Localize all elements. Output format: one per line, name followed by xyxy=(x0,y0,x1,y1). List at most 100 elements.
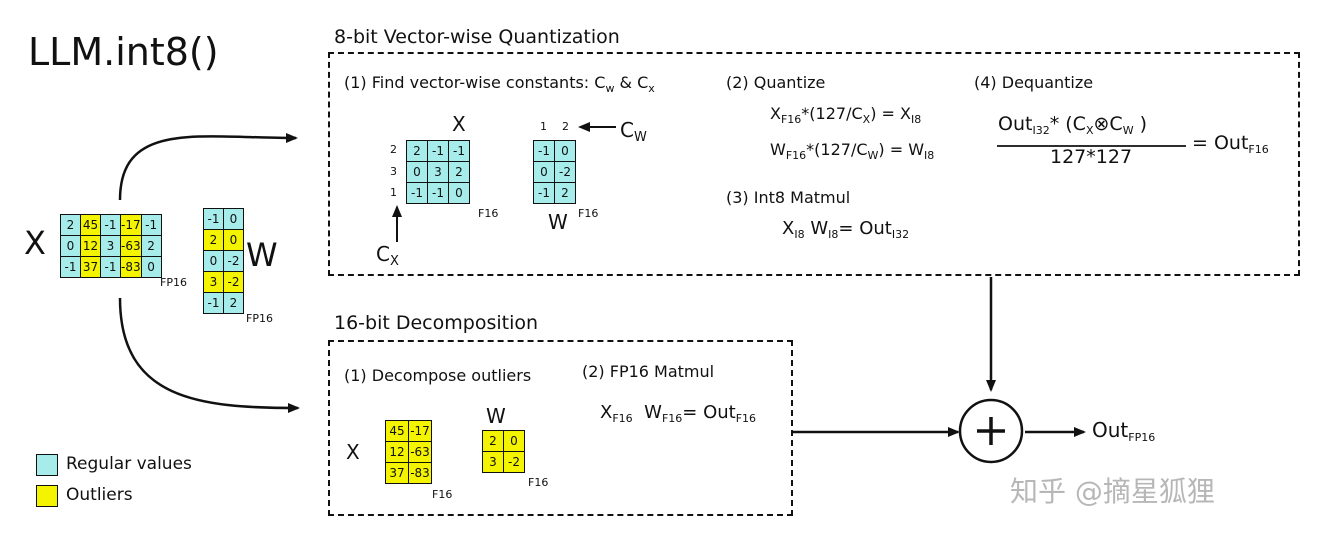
matrix-cell: 0 xyxy=(533,161,555,183)
matrix-cell: 3 xyxy=(482,451,504,473)
matrix-cell: 45 xyxy=(385,420,409,442)
matrix-cell: -17 xyxy=(408,420,432,442)
matrix-row: 45-17 xyxy=(385,420,432,442)
int8-matmul-formula: XI8 WI8= OutI32 xyxy=(782,218,910,241)
matrix-cell: 2 xyxy=(140,235,162,257)
matrix-cell: 0 xyxy=(503,430,525,452)
matrix-row: 2-1-1 xyxy=(406,140,470,162)
quant-w-dtype: F16 xyxy=(578,207,599,220)
quantize-x-formula: XF16*(127/CX) = XI8 xyxy=(770,104,922,126)
matrix-cell: -1 xyxy=(427,182,449,204)
output-label: OutFP16 xyxy=(1092,418,1156,444)
matrix-cell: 3 xyxy=(427,161,449,183)
decomposition-panel xyxy=(328,340,793,516)
matrix-cell: -1 xyxy=(448,140,470,162)
decomp-w-label: W xyxy=(486,404,506,428)
matrix-cell: -1 xyxy=(203,292,224,314)
matrix-cell: 2 xyxy=(203,229,224,251)
matrix-cell: -1 xyxy=(427,140,449,162)
quantization-heading: 8-bit Vector-wise Quantization xyxy=(334,26,620,48)
matrix-cell: 0 xyxy=(140,256,162,278)
dequantize-denominator: 127*127 xyxy=(1050,146,1133,168)
matrix-cell: 0 xyxy=(60,235,81,257)
decomp-x-dtype: F16 xyxy=(432,488,453,501)
input-x-label: X xyxy=(24,224,46,262)
matrix-row: 0-2 xyxy=(203,250,244,272)
matrix-cell: -1 xyxy=(100,214,121,236)
quant-x-label: X xyxy=(452,112,466,136)
legend-outliers-swatch xyxy=(36,485,58,507)
fp16-matmul-formula: XF16 WF16= OutF16 xyxy=(600,402,757,425)
matrix-cell: -1 xyxy=(60,256,81,278)
arrow-to-quantization xyxy=(118,132,298,201)
matrix-cell: 3 xyxy=(203,271,224,293)
decomposition-heading: 16-bit Decomposition xyxy=(334,312,539,334)
matrix-cell: 2 xyxy=(406,140,428,162)
matrix-cell: 2 xyxy=(60,214,81,236)
quant-cx-label: CX xyxy=(376,242,399,269)
matrix-row: 3-2 xyxy=(203,271,244,293)
matrix-cell: -63 xyxy=(408,441,432,463)
quant-step2: (2) Quantize xyxy=(726,73,826,92)
legend-regular-swatch xyxy=(36,454,58,476)
input-w-dtype: FP16 xyxy=(246,312,273,325)
matrix-row: 0-2 xyxy=(533,161,576,183)
quant-step3: (3) Int8 Matmul xyxy=(726,188,851,207)
decomp-w-dtype: F16 xyxy=(528,476,549,489)
matrix-cell: 2 xyxy=(482,430,504,452)
matrix-cell: 0 xyxy=(223,208,244,230)
matrix-cell: 0 xyxy=(406,161,428,183)
matrix-cell: 0 xyxy=(203,250,224,272)
decomp-step1: (1) Decompose outliers xyxy=(344,366,532,385)
quant-step1: (1) Find vector-wise constants: Cw & Cx xyxy=(344,73,655,95)
matrix-cell: 12 xyxy=(385,441,409,463)
quantize-w-formula: WF16*(127/CW) = WI8 xyxy=(770,140,935,162)
dequantize-result: = OutF16 xyxy=(1192,132,1269,156)
matrix-cell: 2 xyxy=(448,161,470,183)
matrix-cell: -2 xyxy=(503,451,525,473)
quantization-panel xyxy=(328,52,1300,276)
quant-cw-label: CW xyxy=(620,118,647,145)
matrix-cell: 45 xyxy=(80,214,101,236)
matrix-cell: 2 xyxy=(223,292,244,314)
watermark: 知乎 @摘星狐狸 xyxy=(1010,475,1215,508)
matrix-cell: -1 xyxy=(100,256,121,278)
matrix-cell: -2 xyxy=(554,161,576,183)
input-x-dtype: FP16 xyxy=(160,276,187,289)
matrix-cell: -2 xyxy=(223,250,244,272)
quant-w-label: W xyxy=(548,210,568,234)
matrix-cell: 0 xyxy=(554,140,576,162)
matrix-cell: -1 xyxy=(406,182,428,204)
matrix-cell: -1 xyxy=(203,208,224,230)
matrix-cell: -83 xyxy=(408,462,432,484)
decomp-x-label: X xyxy=(346,440,360,464)
matrix-row: 12-63 xyxy=(385,441,432,463)
matrix-cell: 0 xyxy=(448,182,470,204)
matrix-cell: 2 xyxy=(554,182,576,204)
matrix-cell: -1 xyxy=(533,182,555,204)
legend-regular-label: Regular values xyxy=(66,454,192,474)
matrix-cell: 0 xyxy=(223,229,244,251)
matrix-row: 3-2 xyxy=(482,451,525,473)
legend-outliers-label: Outliers xyxy=(66,485,133,505)
matrix-cell: -63 xyxy=(120,235,142,257)
quant-step4: (4) Dequantize xyxy=(974,73,1094,92)
matrix-cell: -2 xyxy=(223,271,244,293)
